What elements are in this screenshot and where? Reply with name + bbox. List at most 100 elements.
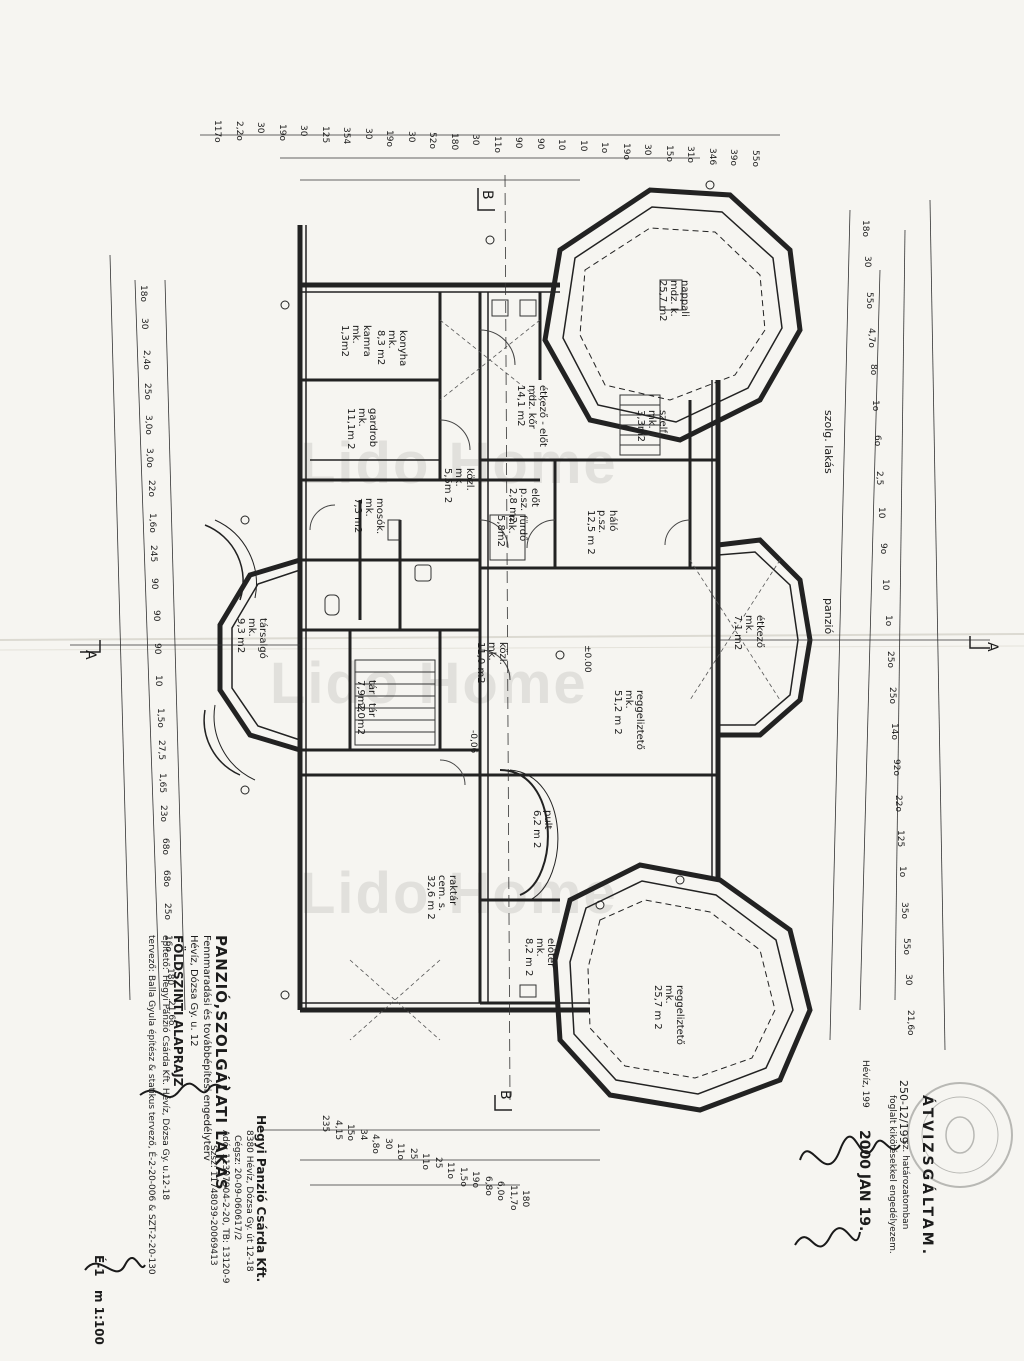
room-area: 5,8m2 xyxy=(495,515,506,548)
door-swings xyxy=(309,329,691,786)
dimension-label: 1,5o xyxy=(154,707,165,728)
dimension-label: 25 xyxy=(432,1157,443,1169)
dimension-label: 4,15 xyxy=(332,1119,343,1140)
dimension-label: 180 xyxy=(520,1190,530,1208)
dimension-label: 11o xyxy=(445,1161,455,1179)
room-area: 8,3 m2 xyxy=(375,330,386,366)
dimension-label: 1,65 xyxy=(157,772,168,793)
room-name: fürdő xyxy=(517,515,528,542)
dimension-label: 245 xyxy=(148,545,159,563)
dimension-label: 10 xyxy=(153,675,164,687)
room-name: közl. xyxy=(497,642,508,665)
dimension-label: 30 xyxy=(382,1138,393,1150)
project-subtitle: Fennmaradási és továbbépítési engedélyte… xyxy=(201,935,212,1161)
dimension-label: 14o xyxy=(888,722,899,740)
room-finish: mk. xyxy=(534,938,545,957)
room-finish: mk. xyxy=(386,330,397,349)
fold-line xyxy=(0,645,1024,651)
service-flat-label: szolg. lakás xyxy=(822,410,835,474)
dimension-label: 90 xyxy=(152,642,162,654)
room-finish: p.sz. xyxy=(596,510,607,534)
room-area: 11,1m 2 xyxy=(345,408,356,450)
room-area: 1,3m2 xyxy=(339,325,350,358)
room-name: mosók. xyxy=(374,498,385,535)
room-area: 2,0m2 xyxy=(355,703,366,736)
room-name: kamra xyxy=(361,325,372,357)
dimension-label: 235 xyxy=(320,1115,330,1133)
company-stamp-address: 8380 Hévíz, Dózsa Gy. út 12-18 xyxy=(244,1130,254,1272)
room-name: étkező xyxy=(754,615,765,649)
level-minus-label: -0,06 xyxy=(468,730,478,754)
designer-name: Balla Gyula építész & statikus tervező, … xyxy=(146,975,156,1275)
octagon-top xyxy=(542,187,803,443)
dimension-label: 21,6o xyxy=(905,1010,915,1036)
dimension-label: 2,2o xyxy=(233,121,244,142)
project-address: Hévíz, Dózsa Gy. u. 12 xyxy=(188,935,199,1047)
dimension-label: 68o xyxy=(160,870,171,887)
room-area: 6,2 m 2 xyxy=(531,810,542,849)
dimension-label: 346 xyxy=(706,147,717,165)
dimension-label: 1,6o xyxy=(146,512,157,533)
approval-text-2: sz. határozatomban xyxy=(900,1140,910,1230)
dimension-label: 92o xyxy=(890,758,901,776)
dimension-label: 16o xyxy=(163,935,174,952)
dimension-label: 11o xyxy=(395,1143,405,1161)
dimension-label: 18o xyxy=(138,285,148,302)
room-area: 9,3 m2 xyxy=(235,618,246,654)
room-finish: mdz. k. xyxy=(668,280,679,317)
dimension-label: 1o xyxy=(896,866,907,878)
room-finish: mk. xyxy=(623,690,634,709)
dimension-label: 23o xyxy=(158,805,169,822)
bay-left xyxy=(203,519,301,781)
room-label: közl.mk.11,0 m2 xyxy=(475,642,508,684)
dimension-label: 68o xyxy=(159,837,170,855)
approval-title: ÁTVIZSGÁLTAM. xyxy=(919,1095,935,1258)
room-name: tár xyxy=(366,703,377,718)
dimension-label: 30 xyxy=(255,122,266,134)
counter-curve xyxy=(499,769,549,896)
exterior-walls xyxy=(297,225,721,1013)
room-label: közl.mk.5,5m 2 xyxy=(442,468,475,503)
dimension-label: 30 xyxy=(642,144,653,156)
room-name: nappali xyxy=(679,280,690,317)
room-area: 7,3 m2 xyxy=(352,498,363,534)
room-area: 14,1 m2 xyxy=(515,385,526,427)
room-finish: mdz. kőr xyxy=(526,385,537,429)
dimension-label: 18o xyxy=(860,220,870,237)
dimension-label: 22o xyxy=(892,794,903,812)
round-stamp xyxy=(907,1082,1013,1188)
room-finish: mk. xyxy=(646,410,657,429)
dimension-label: 34 xyxy=(357,1129,368,1141)
designer-label: tervező: xyxy=(146,935,156,972)
level-markers xyxy=(240,180,715,1000)
dimension-label: 1o xyxy=(599,141,610,153)
room-area: 25,7 m2 xyxy=(657,280,668,322)
dimension-label: 22o xyxy=(145,480,156,497)
counter-curve xyxy=(509,769,559,901)
approval-number: 250-12/199 xyxy=(897,1080,910,1144)
dimension-label: 90 xyxy=(149,577,160,589)
dimension-label: 55o xyxy=(900,938,911,956)
dimension-label: 6,8o xyxy=(482,1175,493,1196)
approval-place: Hévíz, 199 xyxy=(860,1060,870,1108)
dimension-label: 15o xyxy=(663,145,674,163)
room-name: reggeliztető xyxy=(674,985,685,1045)
dimension-label: 2,5 xyxy=(874,471,885,486)
room-finish: mk. xyxy=(356,408,367,427)
dimension-label: 19o xyxy=(276,123,287,141)
dimension-label: 10 xyxy=(880,579,891,591)
dimension-label: 125 xyxy=(319,126,330,144)
room-finish: mk. xyxy=(506,515,517,534)
